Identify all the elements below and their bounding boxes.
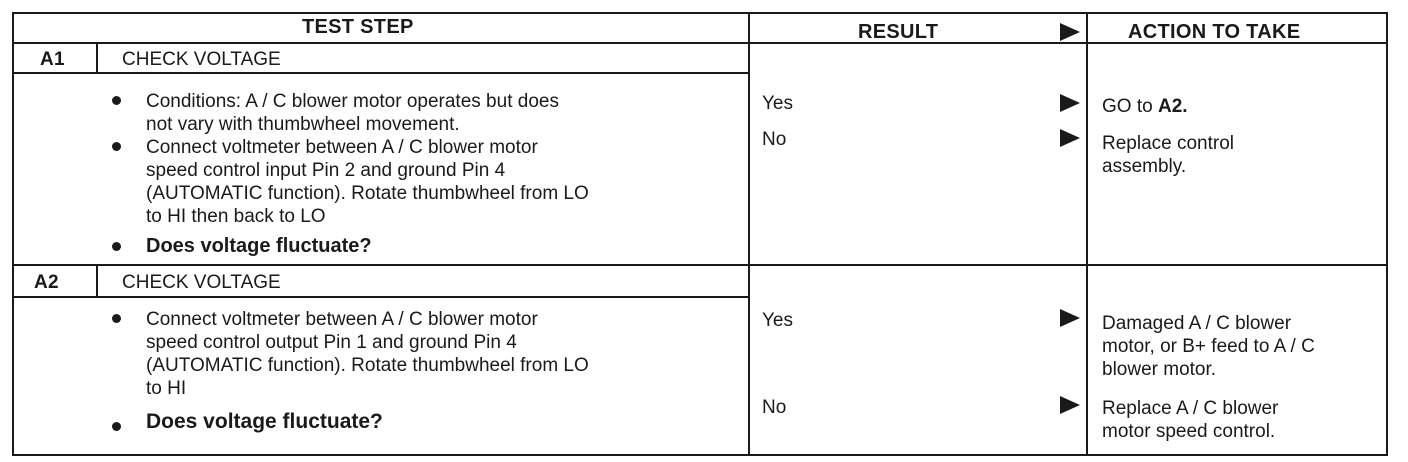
step-title: CHECK VOLTAGE (122, 272, 281, 293)
table-left-border (12, 12, 14, 456)
step-instruction: speed control output Pin 1 and ground Pi… (146, 332, 517, 353)
result-column-divider (748, 12, 750, 456)
action-step-link: A2. (1157, 96, 1188, 117)
bullet-icon (112, 142, 121, 151)
step-instruction: Conditions: A / C blower motor operates … (146, 91, 559, 112)
result-arrow-icon (1060, 94, 1080, 112)
result-arrow-icon (1060, 309, 1080, 327)
result-label: No (762, 397, 787, 418)
table-bottom-border (12, 454, 1388, 456)
result-label: Yes (762, 310, 793, 331)
action-text: assembly. (1102, 156, 1187, 177)
result-label: No (762, 129, 787, 150)
step-id: A2 (34, 272, 59, 293)
action-text: Damaged A / C blower (1102, 313, 1292, 334)
step-instruction: (AUTOMATIC function). Rotate thumbwheel … (146, 355, 589, 376)
header-test-step: TEST STEP (302, 16, 414, 38)
a1-bottom-rule (12, 264, 1388, 266)
action-text: Replace control (1102, 133, 1235, 154)
result-arrow-icon (1060, 396, 1080, 414)
table-right-border (1386, 12, 1388, 456)
action-text: blower motor. (1102, 359, 1217, 380)
step-question: Does voltage fluctuate? (146, 235, 372, 257)
action-prefix: GO to (1102, 96, 1158, 117)
action-text: GO to A2. (1102, 95, 1188, 118)
step-instruction: Connect voltmeter between A / C blower m… (146, 137, 538, 158)
bullet-icon (112, 96, 121, 105)
action-column-divider (1086, 12, 1088, 456)
header-result: RESULT (858, 21, 939, 43)
step-id-divider-a1 (96, 42, 98, 72)
step-instruction: speed control input Pin 2 and ground Pin… (146, 160, 506, 181)
step-question: Does voltage fluctuate? (146, 410, 383, 433)
step-id-divider-a2 (96, 264, 98, 296)
header-arrow-icon (1060, 23, 1080, 41)
diagnostic-table: TEST STEP RESULT ACTION TO TAKE A1 CHECK… (12, 12, 1388, 456)
result-label: Yes (762, 93, 793, 114)
result-arrow-icon (1060, 129, 1080, 147)
header-action: ACTION TO TAKE (1128, 21, 1301, 43)
bullet-icon (112, 314, 121, 323)
step-instruction: not vary with thumbwheel movement. (146, 114, 460, 135)
a2-title-rule (12, 296, 750, 298)
step-id: A1 (40, 49, 65, 70)
action-text: motor, or B+ feed to A / C (1102, 336, 1315, 357)
step-instruction: (AUTOMATIC function). Rotate thumbwheel … (146, 183, 589, 204)
step-instruction: to HI then back to LO (146, 206, 326, 227)
action-text: Replace A / C blower (1102, 398, 1279, 419)
a1-title-rule (12, 72, 750, 74)
step-title: CHECK VOLTAGE (122, 49, 281, 70)
bullet-icon (112, 422, 121, 431)
header-bottom-rule (12, 42, 1388, 44)
step-instruction: to HI (146, 378, 187, 399)
bullet-icon (112, 242, 121, 251)
action-text: motor speed control. (1102, 421, 1276, 442)
table-top-border (12, 12, 1388, 14)
step-instruction: Connect voltmeter between A / C blower m… (146, 309, 538, 330)
